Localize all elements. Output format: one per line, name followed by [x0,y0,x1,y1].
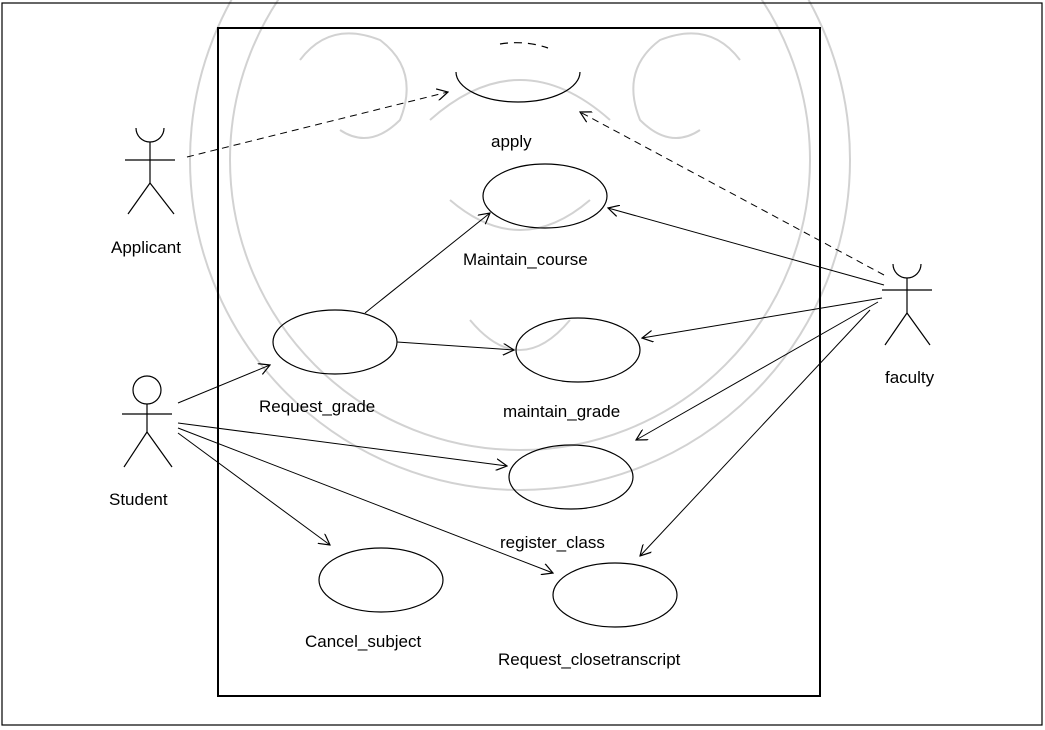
actor-applicant-figure [125,127,175,215]
use-case-maintain-grade-label: maintain_grade [503,402,621,421]
actor-faculty-figure [882,263,932,346]
association-faculty-request-closetranscript [640,309,871,556]
system-boundary [217,27,821,697]
association-faculty-maintain-grade [642,297,883,338]
use-case-maintain-grade-ellipse [515,317,641,383]
use-case-register-class-label: register_class [500,533,605,552]
association-student-request-closetranscript [177,427,553,573]
use-case-maintain-course-ellipse [482,163,608,229]
use-case-register-class-ellipse [508,444,634,510]
use-case-request-closetranscript-label: Request_closetranscript [498,650,681,669]
actor-student-figure [122,375,173,468]
association-faculty-apply [580,112,885,276]
use-case-maintain-course-label: Maintain_course [463,250,588,269]
actor-student-label: Student [109,490,168,509]
use-case-cancel-subject-label: Cancel_subject [305,632,422,651]
actor-faculty-label: faculty [885,368,935,387]
use-case-apply-label: apply [491,132,532,151]
use-case-cancel-subject-ellipse [318,547,444,613]
association-request-grade-maintain-grade [396,341,514,350]
use-case-request-grade-label: Request_grade [259,397,376,416]
association-faculty-register-class [636,301,879,440]
association-student-cancel-subject [177,432,330,545]
association-applicant-apply [186,92,448,158]
use-case-apply-ellipse [455,42,581,103]
use-case-request-grade-ellipse [272,309,398,375]
watermark-seal [189,0,851,491]
association-request-grade-maintain-course [364,213,490,314]
association-faculty-maintain-course [608,208,885,286]
actor-applicant-label: Applicant [111,238,181,257]
association-student-register-class [177,422,507,466]
association-student-request-grade [177,365,270,404]
use-case-request-closetranscript-ellipse [552,562,678,628]
